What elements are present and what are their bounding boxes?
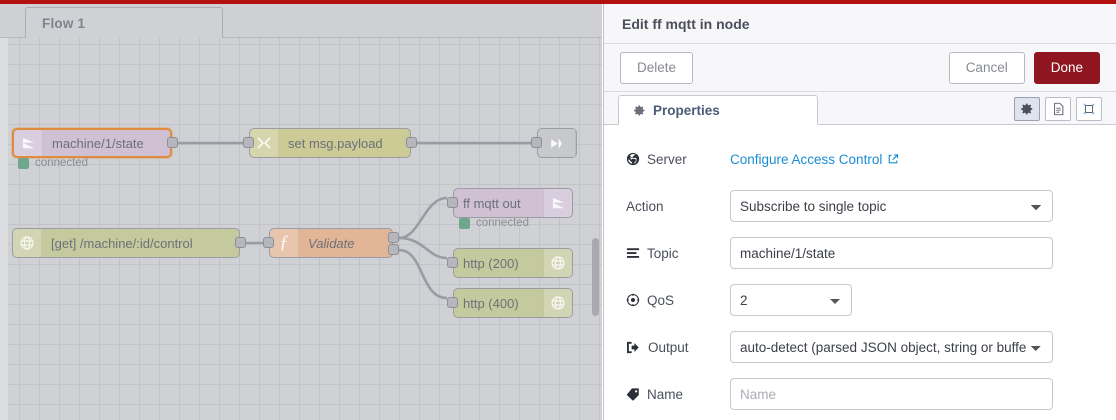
qos-select[interactable]: 2: [730, 284, 852, 316]
node-output-port[interactable]: [388, 232, 399, 243]
name-label: Name: [647, 386, 684, 402]
form-row-server: Server Configure Access Control: [626, 143, 1116, 175]
edit-node-panel: Edit ff mqtt in node Delete Cancel Done …: [603, 4, 1116, 420]
configure-access-control-link[interactable]: Configure Access Control: [730, 152, 899, 167]
flow-workspace: Flow 1 machine/1/state connected: [0, 4, 602, 420]
output-label: Output: [648, 339, 689, 355]
server-label-group: Server: [626, 152, 730, 167]
node-label: http (400): [463, 295, 519, 311]
node-status-mqtt-out: connected: [459, 217, 529, 229]
node-output-port[interactable]: [167, 137, 178, 148]
name-input[interactable]: [730, 378, 1053, 410]
globe-icon: [543, 249, 572, 277]
mqtt-icon: [543, 189, 572, 217]
node-http-response-200[interactable]: http (200): [453, 248, 573, 278]
cancel-button[interactable]: Cancel: [948, 51, 1025, 84]
panel-toolbar: Delete Cancel Done: [604, 44, 1116, 92]
node-output-port[interactable]: [235, 237, 246, 248]
flow-tab-flow-1[interactable]: Flow 1: [25, 7, 223, 39]
qos-label: QoS: [647, 292, 675, 308]
done-button[interactable]: Done: [1033, 51, 1100, 84]
appearance-icon[interactable]: [1076, 97, 1102, 121]
node-label: machine/1/state: [52, 135, 144, 151]
node-debug[interactable]: [537, 128, 577, 158]
node-label: set msg.payload: [288, 135, 383, 151]
panel-title: Edit ff mqtt in node: [604, 4, 1116, 44]
flow-canvas[interactable]: machine/1/state connected set msg.payloa…: [0, 38, 602, 420]
form-row-output: Output auto-detect (parsed JSON object, …: [626, 331, 1116, 363]
output-arrow-icon: [626, 341, 641, 354]
status-dot: [459, 217, 470, 229]
flow-tab-bar: Flow 1: [0, 4, 602, 39]
mqtt-icon: [14, 130, 43, 156]
node-http-response-400[interactable]: http (400): [453, 288, 573, 318]
canvas-left-gutter: [0, 38, 8, 420]
status-dot: [18, 157, 29, 169]
node-input-port[interactable]: [447, 197, 458, 208]
node-mqtt-out[interactable]: ff mqtt out: [453, 188, 573, 218]
name-label-group: Name: [626, 387, 730, 402]
form-row-qos: QoS 2: [626, 284, 1116, 316]
tag-icon: [626, 387, 640, 401]
node-properties-form: Server Configure Access Control Action S…: [604, 125, 1116, 410]
function-icon: ƒ: [270, 229, 299, 257]
topic-input[interactable]: [730, 237, 1053, 269]
status-text: connected: [476, 217, 530, 229]
globe-icon: [626, 152, 640, 166]
action-label-group: Action: [626, 199, 730, 214]
node-input-port[interactable]: [243, 137, 254, 148]
list-icon: [626, 247, 640, 260]
canvas-vertical-scrollbar[interactable]: [592, 238, 599, 316]
node-output-port[interactable]: [406, 137, 417, 148]
node-mqtt-in[interactable]: machine/1/state: [12, 128, 172, 158]
server-label: Server: [647, 151, 687, 167]
node-output-port[interactable]: [388, 244, 399, 255]
delete-button[interactable]: Delete: [620, 51, 694, 84]
form-row-name: Name: [626, 378, 1116, 410]
node-label: Validate: [308, 235, 355, 251]
external-link-icon: [887, 153, 899, 165]
node-label: http (200): [463, 255, 519, 271]
node-status-mqtt-in: connected: [18, 157, 88, 169]
node-input-port[interactable]: [447, 257, 458, 268]
node-input-port[interactable]: [447, 297, 458, 308]
configure-access-control-label: Configure Access Control: [730, 151, 883, 167]
action-select[interactable]: Subscribe to single topic: [730, 190, 1053, 222]
globe-icon: [543, 289, 572, 317]
change-icon: [250, 129, 279, 157]
globe-icon: [13, 229, 42, 257]
topic-label: Topic: [647, 245, 679, 261]
node-http-in[interactable]: [get] /machine/:id/control: [12, 228, 240, 258]
node-function-validate[interactable]: ƒ Validate: [269, 228, 393, 258]
flow-tab-label: Flow 1: [42, 16, 86, 31]
tab-properties-label: Properties: [653, 102, 720, 118]
topic-label-group: Topic: [626, 246, 730, 261]
description-icon[interactable]: [1045, 97, 1071, 121]
form-row-action: Action Subscribe to single topic: [626, 190, 1116, 222]
top-accent-bar: [0, 0, 1116, 4]
node-label: [get] /machine/:id/control: [51, 235, 193, 251]
panel-tabs-row: Properties: [604, 92, 1116, 125]
gear-icon: [633, 104, 646, 117]
node-input-port[interactable]: [531, 137, 542, 148]
node-change[interactable]: set msg.payload: [249, 128, 411, 158]
debug-icon: [538, 129, 576, 157]
output-label-group: Output: [626, 340, 730, 355]
node-label: ff mqtt out: [463, 195, 521, 211]
properties-gear-icon[interactable]: [1014, 97, 1040, 121]
crosshair-icon: [626, 293, 640, 307]
node-input-port[interactable]: [263, 237, 274, 248]
form-row-topic: Topic: [626, 237, 1116, 269]
action-label: Action: [626, 198, 664, 214]
status-text: connected: [35, 157, 89, 169]
tab-properties[interactable]: Properties: [618, 95, 818, 125]
qos-label-group: QoS: [626, 293, 730, 308]
output-select[interactable]: auto-detect (parsed JSON object, string …: [730, 331, 1053, 363]
